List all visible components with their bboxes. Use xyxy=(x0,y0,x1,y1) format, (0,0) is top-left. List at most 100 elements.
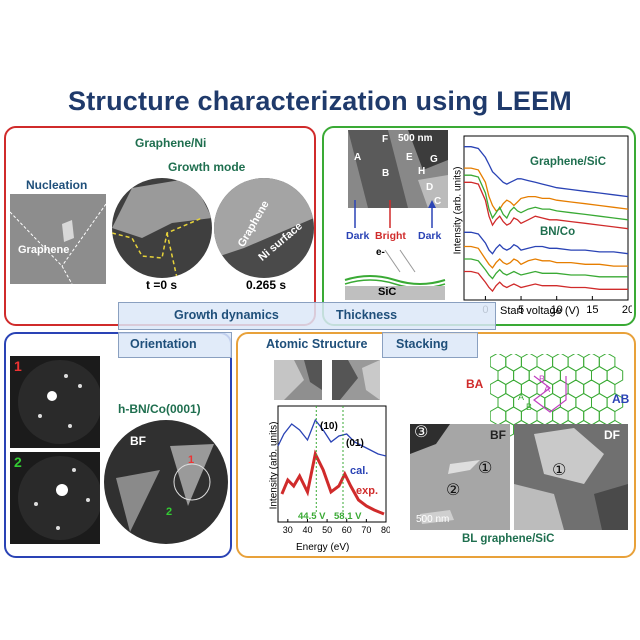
bright-field-image: BF 1 2 xyxy=(104,420,228,544)
lattice-hex-4 xyxy=(536,354,554,372)
growth-image-t0 xyxy=(112,178,212,278)
thickness-xtick-label-5: 5 xyxy=(518,304,524,316)
atomic-image-1-overlay xyxy=(274,360,322,400)
graphene-ni-heading: Graphene/Ni xyxy=(135,136,207,150)
thickness-xtick-label-20: 20 xyxy=(622,304,632,316)
nucleation-image: Graphene xyxy=(10,194,106,284)
bright-label: Bright xyxy=(375,230,406,242)
hbn-co-label: h-BN/Co(0001) xyxy=(118,402,201,416)
letter-d: D xyxy=(426,182,434,193)
exp-curve xyxy=(280,449,385,516)
label-01: (01) xyxy=(346,438,364,449)
thickness-schematic xyxy=(344,200,446,300)
orientation-band xyxy=(118,332,232,358)
thickness-scale-label: 500 nm xyxy=(398,133,433,144)
atomic-image-2-overlay xyxy=(332,360,380,400)
lattice-hex-6 xyxy=(567,354,585,372)
thickness-chart: 05101520 xyxy=(463,135,632,316)
label-10: (10) xyxy=(320,421,338,432)
diffraction-1-overlay xyxy=(18,360,100,444)
graphene-sic-label: Graphene/SiC xyxy=(530,156,607,168)
region-3-bf: ③ xyxy=(414,424,429,441)
growth-dynamics-label: Growth dynamics xyxy=(174,308,279,322)
lattice-hex-3 xyxy=(520,354,538,372)
region-2-bf: ② xyxy=(446,482,461,499)
letter-c: C xyxy=(434,196,442,207)
voltage-2-label: 58.1 V xyxy=(334,511,362,522)
diffraction-2-overlay xyxy=(18,456,100,540)
iv-chart-xlabel: Energy (eV) xyxy=(296,542,350,553)
cal-curve xyxy=(277,418,387,457)
growth-dynamics-band xyxy=(118,302,496,330)
lattice-overlay xyxy=(533,375,567,413)
thickness-leem-image: 500 nm A B C D E F G H xyxy=(348,130,448,208)
ba-label: BA xyxy=(466,377,484,391)
thickness-xtick-label-10: 10 xyxy=(551,304,563,316)
stacking-scale-label: 500 nm xyxy=(416,514,450,525)
pattern-number-2: 2 xyxy=(14,454,22,470)
stacking-band xyxy=(382,332,478,358)
letter-h: H xyxy=(418,166,426,177)
voltage-1-label: 44.5 V xyxy=(298,511,326,522)
exp-label: exp. xyxy=(356,485,379,497)
orientation-label: Orientation xyxy=(130,337,197,351)
bf-label-orientation: BF xyxy=(130,434,146,448)
region-1-df: ① xyxy=(552,462,567,479)
sic-label: SiC xyxy=(378,286,397,298)
thickness-xtick-label-15: 15 xyxy=(586,304,598,316)
thickness-chart-xlabel: Start voltage (V) xyxy=(500,305,580,317)
letter-e: E xyxy=(406,152,413,163)
diffraction-image-1: 1 xyxy=(10,356,100,448)
lattice-hex-8 xyxy=(598,354,616,372)
cal-label: cal. xyxy=(350,465,369,477)
thickness-series-2 xyxy=(464,167,629,212)
thickness-label: Thickness xyxy=(336,308,398,322)
iv-xtick-label-80: 80 xyxy=(381,525,390,535)
lattice-label-a1: A xyxy=(544,384,551,394)
time-label-1: 0.265 s xyxy=(246,278,287,292)
stacking-label: Stacking xyxy=(396,337,449,351)
iv-chart-frame xyxy=(277,405,387,523)
lattice-label-b2: B xyxy=(526,402,533,412)
stacking-bf-image: BF ③ ① ② 500 nm xyxy=(410,424,510,530)
thickness-chart-frame xyxy=(463,135,629,301)
iv-xtick-label-60: 60 xyxy=(342,525,352,535)
letter-a: A xyxy=(354,152,362,163)
electron-label: e- xyxy=(376,247,385,258)
graphene-nucleation-label: Graphene xyxy=(18,244,70,256)
bf-label-stacking: BF xyxy=(490,428,506,442)
dark-label-1: Dark xyxy=(346,230,370,242)
growth-t1-overlay xyxy=(214,178,314,258)
thickness-series-5 xyxy=(464,231,629,255)
lattice-label-a2: A xyxy=(518,392,525,402)
stacking-lattice-diagram xyxy=(490,354,624,440)
letter-b: B xyxy=(382,168,390,179)
lattice-hex-5 xyxy=(552,354,569,372)
atomic-leem-image-1 xyxy=(274,360,322,400)
domain-number-1: 1 xyxy=(188,454,195,466)
stacking-df-overlay xyxy=(514,428,628,530)
thickness-series-3 xyxy=(464,174,629,221)
lattice-hex-2 xyxy=(505,354,522,372)
lattice-hex-7 xyxy=(583,354,600,372)
iv-chart-ylabel: Intensity (arb. units) xyxy=(268,421,280,510)
growth-mode-label: Growth mode xyxy=(168,160,246,174)
growth-t0-overlay xyxy=(112,178,212,278)
diffraction-image-2: 2 xyxy=(10,452,100,544)
nucleation-label: Nucleation xyxy=(26,178,88,192)
pattern-number-1: 1 xyxy=(14,358,22,374)
thickness-image-overlay xyxy=(348,130,448,208)
thickness-series-8 xyxy=(464,270,628,293)
bn-co-label: BN/Co xyxy=(540,226,576,238)
thickness-series-6 xyxy=(464,245,628,269)
df-label: DF xyxy=(604,428,620,442)
ab-label: AB xyxy=(612,392,630,406)
atomic-structure-label: Atomic Structure xyxy=(266,337,368,351)
thickness-series-7 xyxy=(464,258,628,280)
stacking-bf-overlay xyxy=(410,424,480,524)
bright-field-overlay xyxy=(116,444,214,532)
growth-image-t1: Graphene Ni surface xyxy=(214,178,314,278)
time-label-0: t =0 s xyxy=(146,278,178,292)
iv-xtick-label-40: 40 xyxy=(302,525,312,535)
